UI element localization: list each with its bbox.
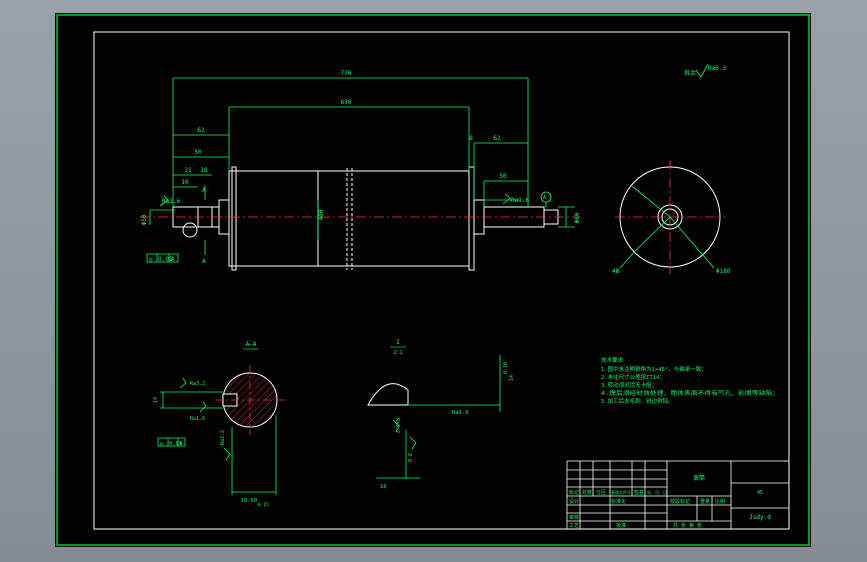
section-a-tol-value: 0.01 bbox=[169, 441, 182, 447]
section-a-title: A—A bbox=[246, 341, 257, 348]
detail-i-key-dim-d: 0.8 bbox=[408, 453, 414, 462]
detail-i-width: 14 bbox=[509, 375, 515, 381]
title-material: 45 bbox=[757, 490, 763, 496]
technical-notes: 技术要求 1.图中未注明倒角为1×45°，与轴承一致； 2.未注尺寸公差按IT1… bbox=[601, 356, 779, 405]
dim-key-depth: Φ50 bbox=[141, 214, 148, 225]
title-row-label-1: 处数 bbox=[582, 489, 592, 496]
roughness-right: Ra1.6 bbox=[511, 197, 529, 204]
title-row-label-2: 分区 bbox=[596, 489, 606, 496]
section-a-roughness-1: Ra3.2 bbox=[190, 381, 205, 387]
dim-pulley-diameter: Φ180 bbox=[716, 268, 731, 275]
dim-overall-length: 770 bbox=[341, 70, 352, 77]
tolerance-datum: A bbox=[171, 256, 175, 263]
title-drawing-no: Jsdy.d bbox=[749, 514, 771, 521]
title-scale: 比例 bbox=[715, 498, 725, 505]
notes-line-5: 5.加工后去毛刺，锐边倒钝。 bbox=[601, 397, 674, 405]
cad-drawing: 770 630 62 62 50 31 18 8 50 10 400 Φ60 Φ… bbox=[56, 14, 810, 546]
title-part-name: 滚筒 bbox=[693, 474, 705, 482]
dim-step-a: 31 bbox=[184, 167, 192, 174]
title-row-label-3: 更改文件号 bbox=[611, 489, 631, 495]
section-a-key-dim-a: 16.50 bbox=[241, 498, 258, 504]
general-roughness-mark bbox=[695, 63, 709, 78]
title-standard: 标准化 bbox=[611, 498, 626, 505]
section-b-scale: 2:1 bbox=[393, 350, 402, 356]
dim-center-diameter: 400 bbox=[318, 209, 325, 220]
dim-hole-count: 4Ⅲ bbox=[612, 268, 620, 275]
section-a-tol-datum: A bbox=[179, 441, 183, 447]
title-row-label-0: 标记 bbox=[569, 489, 579, 496]
dim-left-end-length: 62 bbox=[197, 127, 205, 134]
datum-circle-label: A bbox=[543, 195, 546, 201]
title-row-label-5: 年、月、日 bbox=[647, 489, 667, 495]
section-b-title: I bbox=[396, 339, 400, 346]
dim-body-length: 630 bbox=[341, 99, 352, 106]
tolerance-symbol: ◎ bbox=[149, 256, 153, 263]
title-review: 审核 bbox=[569, 514, 579, 521]
general-roughness-value: Ra6.3 bbox=[708, 65, 726, 72]
roller-main-view bbox=[172, 166, 559, 271]
title-approve: 批准 bbox=[616, 522, 626, 529]
detail-i-roughness: Ra1.6 bbox=[452, 410, 469, 416]
detail-i-width-tol: 0.10 bbox=[503, 362, 509, 374]
keyway-section-mark bbox=[182, 222, 198, 238]
dim-right-end-length: 62 bbox=[493, 135, 501, 142]
roughness-left: Ra1.6 bbox=[162, 198, 180, 205]
dim-shoulder-length: 50 bbox=[194, 149, 202, 156]
dim-journal-diameter: Φ60 bbox=[574, 212, 581, 223]
notes-line-1: 1.图中未注明倒角为1×45°，与轴承一致； bbox=[601, 365, 707, 373]
notes-title: 技术要求 bbox=[601, 356, 624, 364]
detail-i-dims bbox=[376, 355, 501, 479]
dim-right-journal: 50 bbox=[499, 173, 507, 180]
detail-i-roughness-2: Ra3.2 bbox=[394, 418, 400, 433]
title-weight: 重量 bbox=[700, 498, 710, 505]
section-a-tol-symbol: ◎ bbox=[160, 441, 164, 447]
title-block-texts: 滚筒 45 Jsdy.d 标记 处数 分区 更改文件号 签名 年、月、日 设计 … bbox=[569, 474, 771, 529]
datum-label-top: A bbox=[202, 187, 206, 194]
drawing-sheet[interactable]: 770 630 62 62 50 31 18 8 50 10 400 Φ60 Φ… bbox=[55, 13, 811, 547]
dim-gap: 8 bbox=[469, 135, 473, 142]
tolerance-value: 0.01 bbox=[158, 256, 173, 263]
detail-i-key-dim-c: 16 bbox=[380, 484, 387, 490]
sheet-inner-border bbox=[93, 31, 790, 530]
notes-line-2: 2.未注尺寸公差按IT14； bbox=[601, 373, 665, 381]
general-roughness-prefix: 其余 bbox=[684, 69, 696, 77]
title-design: 设计 bbox=[569, 498, 579, 505]
notes-line-4: 4.焊后须经时效处理，筒体表面不得有气孔、砂眼等缺陷； bbox=[601, 389, 779, 397]
title-sheets: 共 张 第 张 bbox=[673, 522, 702, 529]
section-a-key-dim-b: -0.15 bbox=[255, 502, 269, 508]
title-process: 工艺 bbox=[569, 523, 579, 529]
detail-i-outline bbox=[367, 383, 409, 406]
section-a-roughness-2: Ra1.6 bbox=[190, 416, 205, 422]
section-a-width: 14 bbox=[153, 397, 159, 403]
section-a-dims bbox=[157, 377, 277, 495]
section-a-roughness-3: Ra3.2 bbox=[220, 430, 226, 445]
title-stage-mark: 阶段标记 bbox=[670, 498, 690, 505]
dimension-texts: 770 630 62 62 50 31 18 8 50 10 400 Φ60 Φ… bbox=[141, 70, 581, 265]
title-block bbox=[566, 460, 790, 530]
dimension-lines bbox=[146, 77, 575, 263]
dim-step-b: 18 bbox=[200, 167, 208, 174]
roller-end-view bbox=[615, 160, 725, 274]
title-row-label-4: 签名 bbox=[634, 489, 644, 496]
datum-label-bottom: A bbox=[202, 258, 206, 265]
notes-line-3: 3.转动须灵活无卡阻； bbox=[601, 381, 657, 389]
sheet-outer-frame bbox=[56, 14, 810, 546]
dim-key-width: 10 bbox=[181, 179, 189, 186]
